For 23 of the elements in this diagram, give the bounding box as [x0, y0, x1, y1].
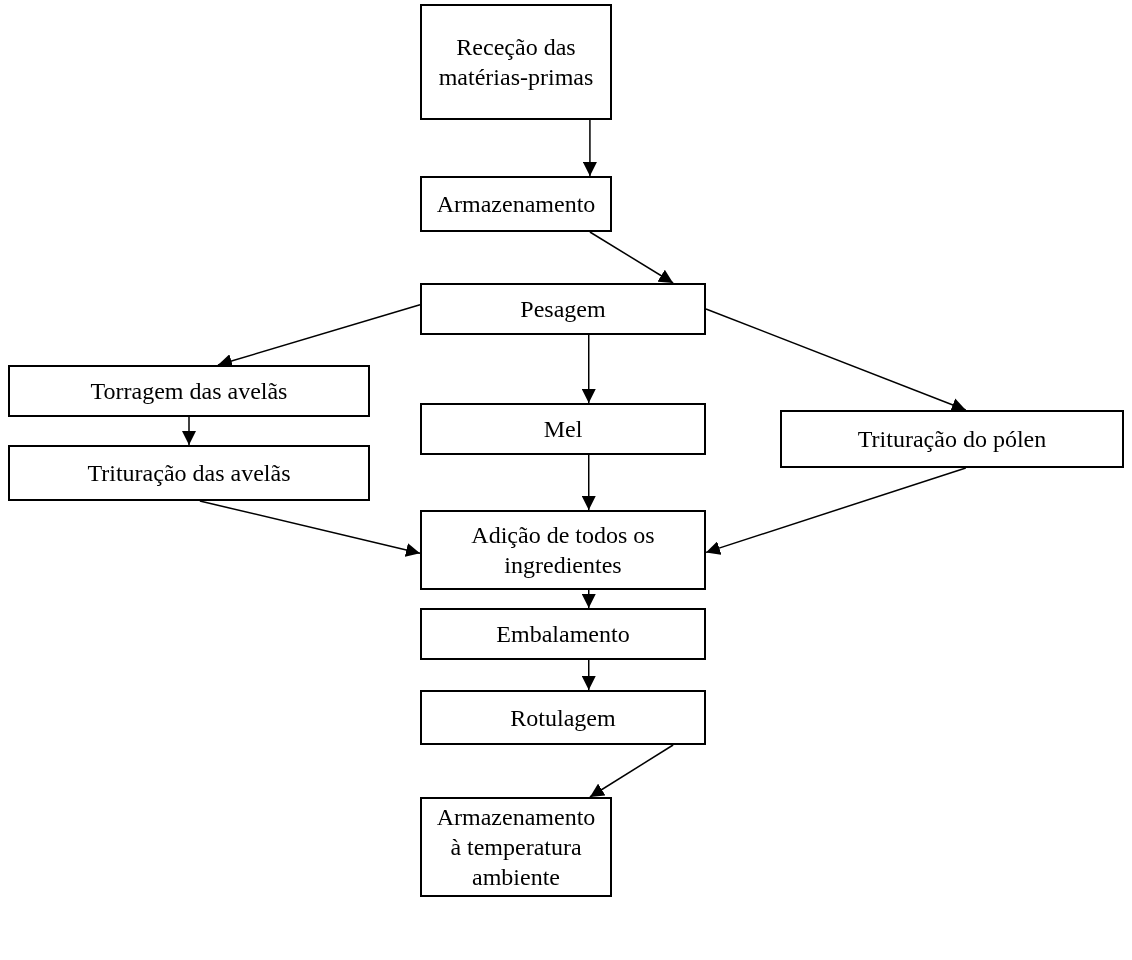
arrow	[705, 467, 967, 555]
arrow	[705, 308, 967, 412]
process-box: Trituração das avelãs	[8, 445, 370, 501]
arrow	[581, 589, 596, 609]
arrow	[581, 659, 596, 691]
process-box: Torragem das avelãs	[8, 365, 370, 417]
process-box: Embalamento	[420, 608, 706, 660]
process-box: Pesagem	[420, 283, 706, 335]
process-box: Adição de todos os ingredientes	[420, 510, 706, 590]
process-box: Armazenamento	[420, 176, 612, 232]
arrow	[589, 231, 674, 284]
arrow	[589, 744, 674, 798]
arrow	[581, 334, 596, 404]
arrow	[217, 304, 421, 368]
process-box: Mel	[420, 403, 706, 455]
process-box: Receção das matérias-primas	[420, 4, 612, 120]
arrow	[182, 416, 196, 446]
arrow	[581, 454, 596, 511]
process-box: Trituração do pólen	[780, 410, 1124, 468]
arrow	[199, 500, 421, 557]
arrow	[582, 119, 597, 177]
process-box: Armazenamento à temperatura ambiente	[420, 797, 612, 897]
process-box: Rotulagem	[420, 690, 706, 745]
